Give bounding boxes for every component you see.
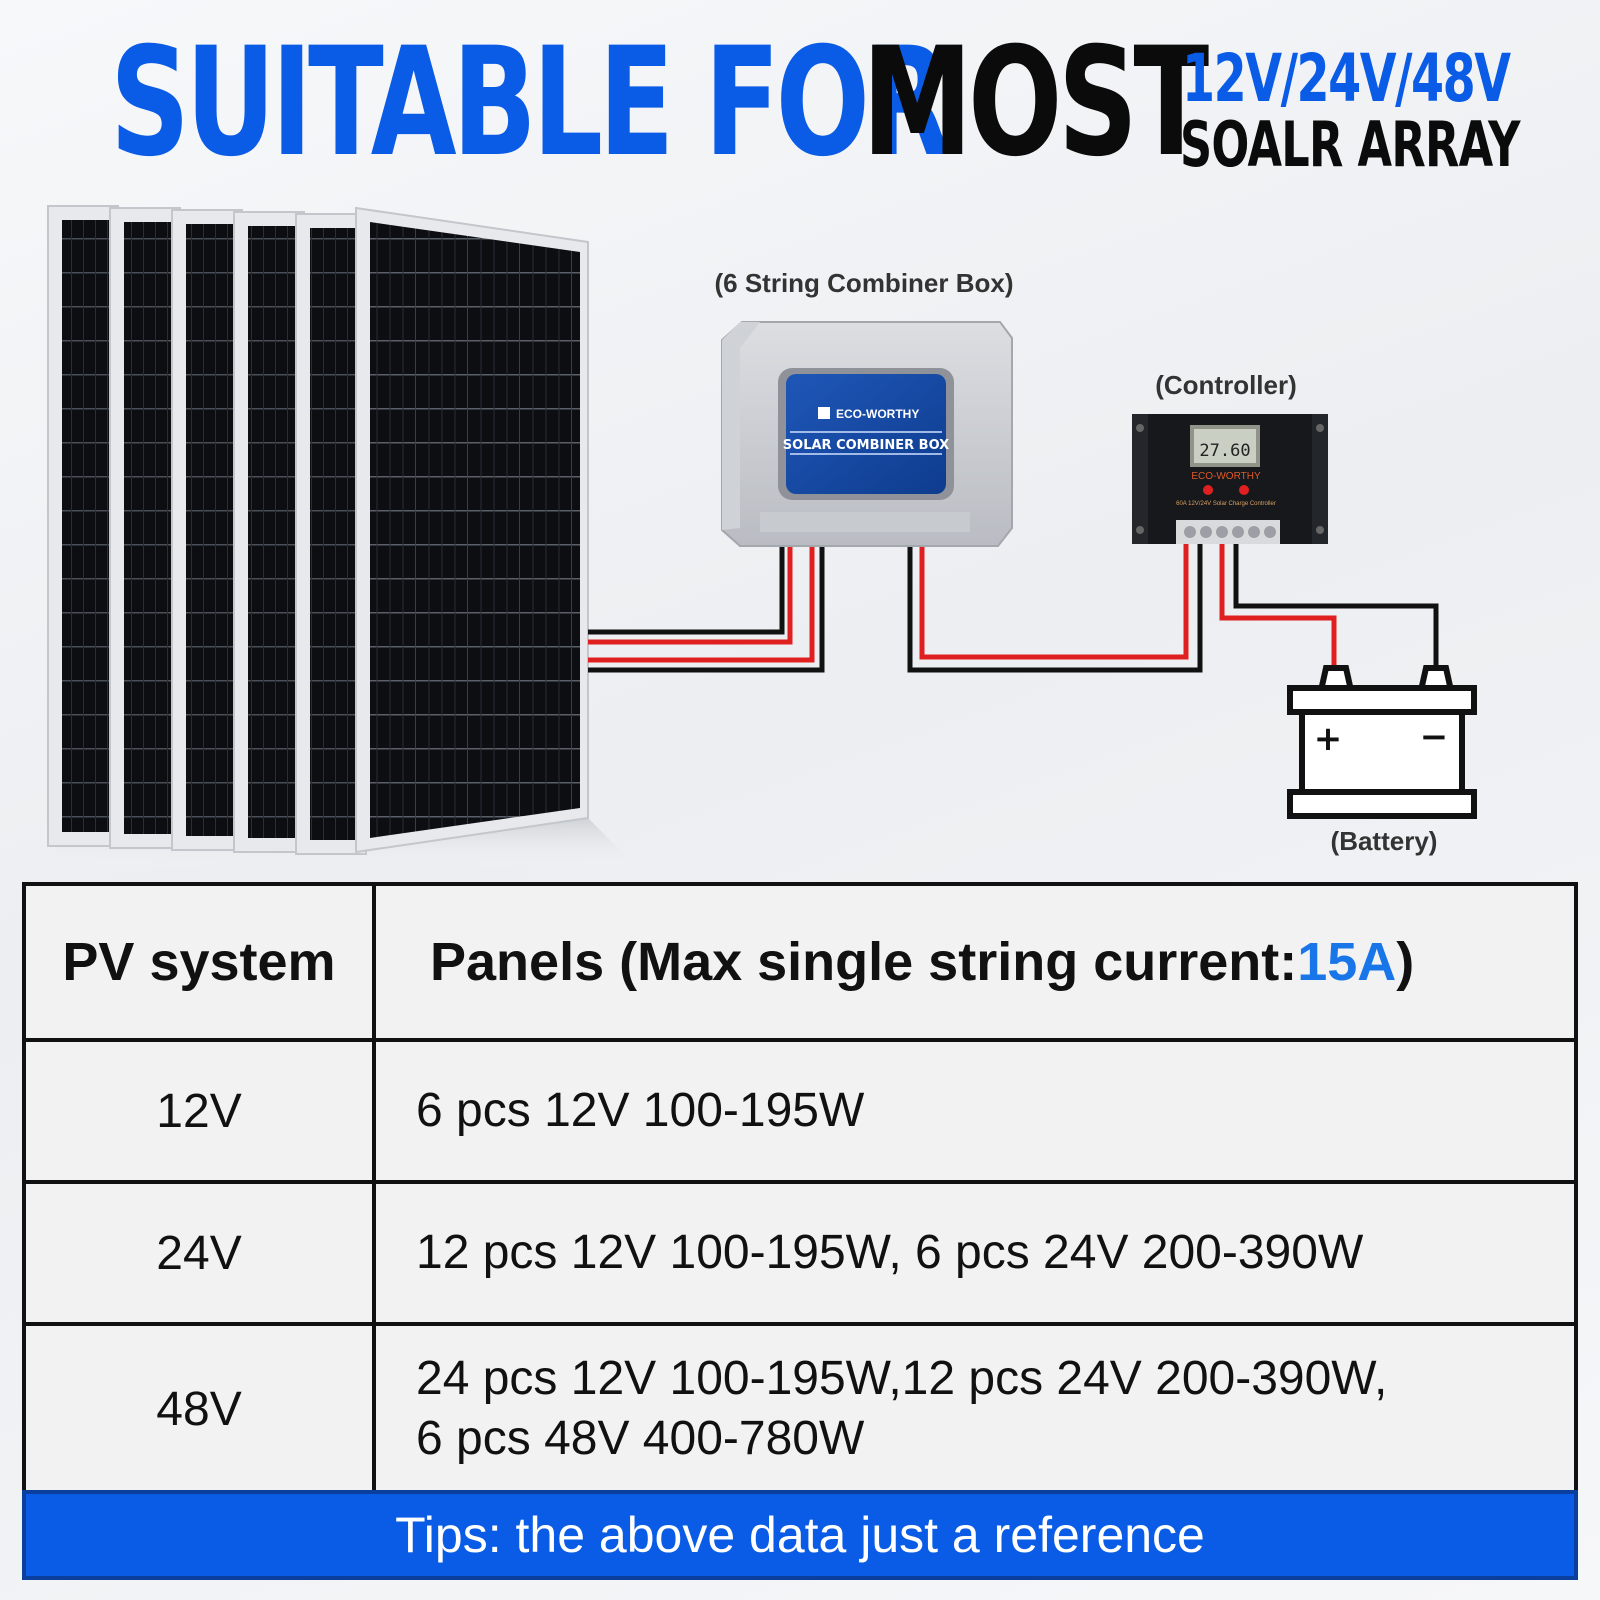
controller-brand: ECO-WORTHY	[1191, 471, 1261, 482]
header-panels-suffix: )	[1396, 932, 1415, 992]
headline: SUITABLE FOR MOST 12V/24V/48V SOALR ARRA…	[0, 16, 1600, 190]
row-system: 24V	[26, 1184, 376, 1322]
solar-panel-2	[109, 207, 181, 849]
solar-panel-1	[47, 205, 119, 847]
pv-system-table: PV system Panels (Max single string curr…	[22, 882, 1578, 1496]
combiner-brand: ECO-WORTHY	[836, 407, 919, 421]
row-panels: 24 pcs 12V 100-195W,12 pcs 24V 200-390W,…	[376, 1326, 1574, 1492]
solar-panel-3	[171, 209, 243, 851]
row-system: 48V	[26, 1326, 376, 1492]
header-max-current: 15A	[1297, 932, 1397, 992]
controller-model: 60A 12V/24V Solar Charge Controller	[1176, 501, 1276, 507]
controller-display-value: 27.60	[1199, 441, 1250, 461]
controller-terminals	[1184, 526, 1276, 538]
solar-panels	[47, 205, 640, 870]
controller-button-left	[1203, 485, 1213, 495]
header-panels: Panels (Max single string current:15A )	[376, 886, 1574, 1038]
row-system: 12V	[26, 1042, 376, 1180]
row-panels-line: 6 pcs 12V 100-195W	[416, 1084, 865, 1137]
header-panels-prefix: Panels (Max single string current:	[430, 932, 1298, 992]
headline-voltages: 12V/24V/48V	[1182, 40, 1511, 117]
controller-caption: (Controller)	[1155, 370, 1297, 400]
row-panels-line-2: 6 pcs 48V 400-780W	[416, 1412, 865, 1465]
row-panels-line: 12 pcs 12V 100-195W, 6 pcs 24V 200-390W	[416, 1226, 1364, 1279]
headline-array: SOALR ARRAY	[1180, 108, 1521, 181]
combiner-caption: (6 String Combiner Box)	[714, 268, 1013, 298]
charge-controller: 27.60 ECO-WORTHY 60A 12V/24V Solar Charg…	[1132, 414, 1328, 544]
header-pv-system: PV system	[26, 886, 376, 1038]
headline-most: MOST	[862, 16, 1209, 190]
row-panels-line: 24 pcs 12V 100-195W,12 pcs 24V 200-390W,	[416, 1352, 1388, 1405]
table-row: 24V 12 pcs 12V 100-195W, 6 pcs 24V 200-3…	[26, 1184, 1574, 1326]
solar-panel-5	[295, 213, 367, 855]
battery-minus-icon: −	[1420, 717, 1449, 757]
controller-button-right	[1239, 485, 1249, 495]
brand-logo-icon	[818, 407, 830, 419]
combiner-label: SOLAR COMBINER BOX	[783, 438, 949, 453]
panel-to-combiner-wires	[588, 546, 825, 673]
battery-icon	[1287, 665, 1477, 819]
row-panels: 12 pcs 12V 100-195W, 6 pcs 24V 200-390W	[376, 1184, 1574, 1322]
wiring-diagram: (6 String Combiner Box) ECO-WORTHY SOLAR…	[47, 205, 1477, 870]
table-header-row: PV system Panels (Max single string curr…	[26, 886, 1574, 1042]
row-panels: 6 pcs 12V 100-195W	[376, 1042, 1574, 1180]
controller-display	[1194, 429, 1256, 463]
tips-banner: Tips: the above data just a reference	[22, 1490, 1578, 1580]
controller-to-battery-wires	[1219, 540, 1439, 670]
solar-panel-6	[355, 206, 589, 854]
headline-suitable-for: SUITABLE FOR	[110, 16, 951, 190]
battery-plus-icon: +	[1314, 719, 1343, 759]
table-row: 48V 24 pcs 12V 100-195W,12 pcs 24V 200-3…	[26, 1326, 1574, 1492]
solar-panel-4	[233, 211, 305, 853]
combiner-box: ECO-WORTHY SOLAR COMBINER BOX	[721, 321, 1013, 547]
battery-caption: (Battery)	[1331, 826, 1438, 856]
combiner-to-controller-wires	[907, 540, 1203, 673]
table-row: 12V 6 pcs 12V 100-195W	[26, 1042, 1574, 1184]
